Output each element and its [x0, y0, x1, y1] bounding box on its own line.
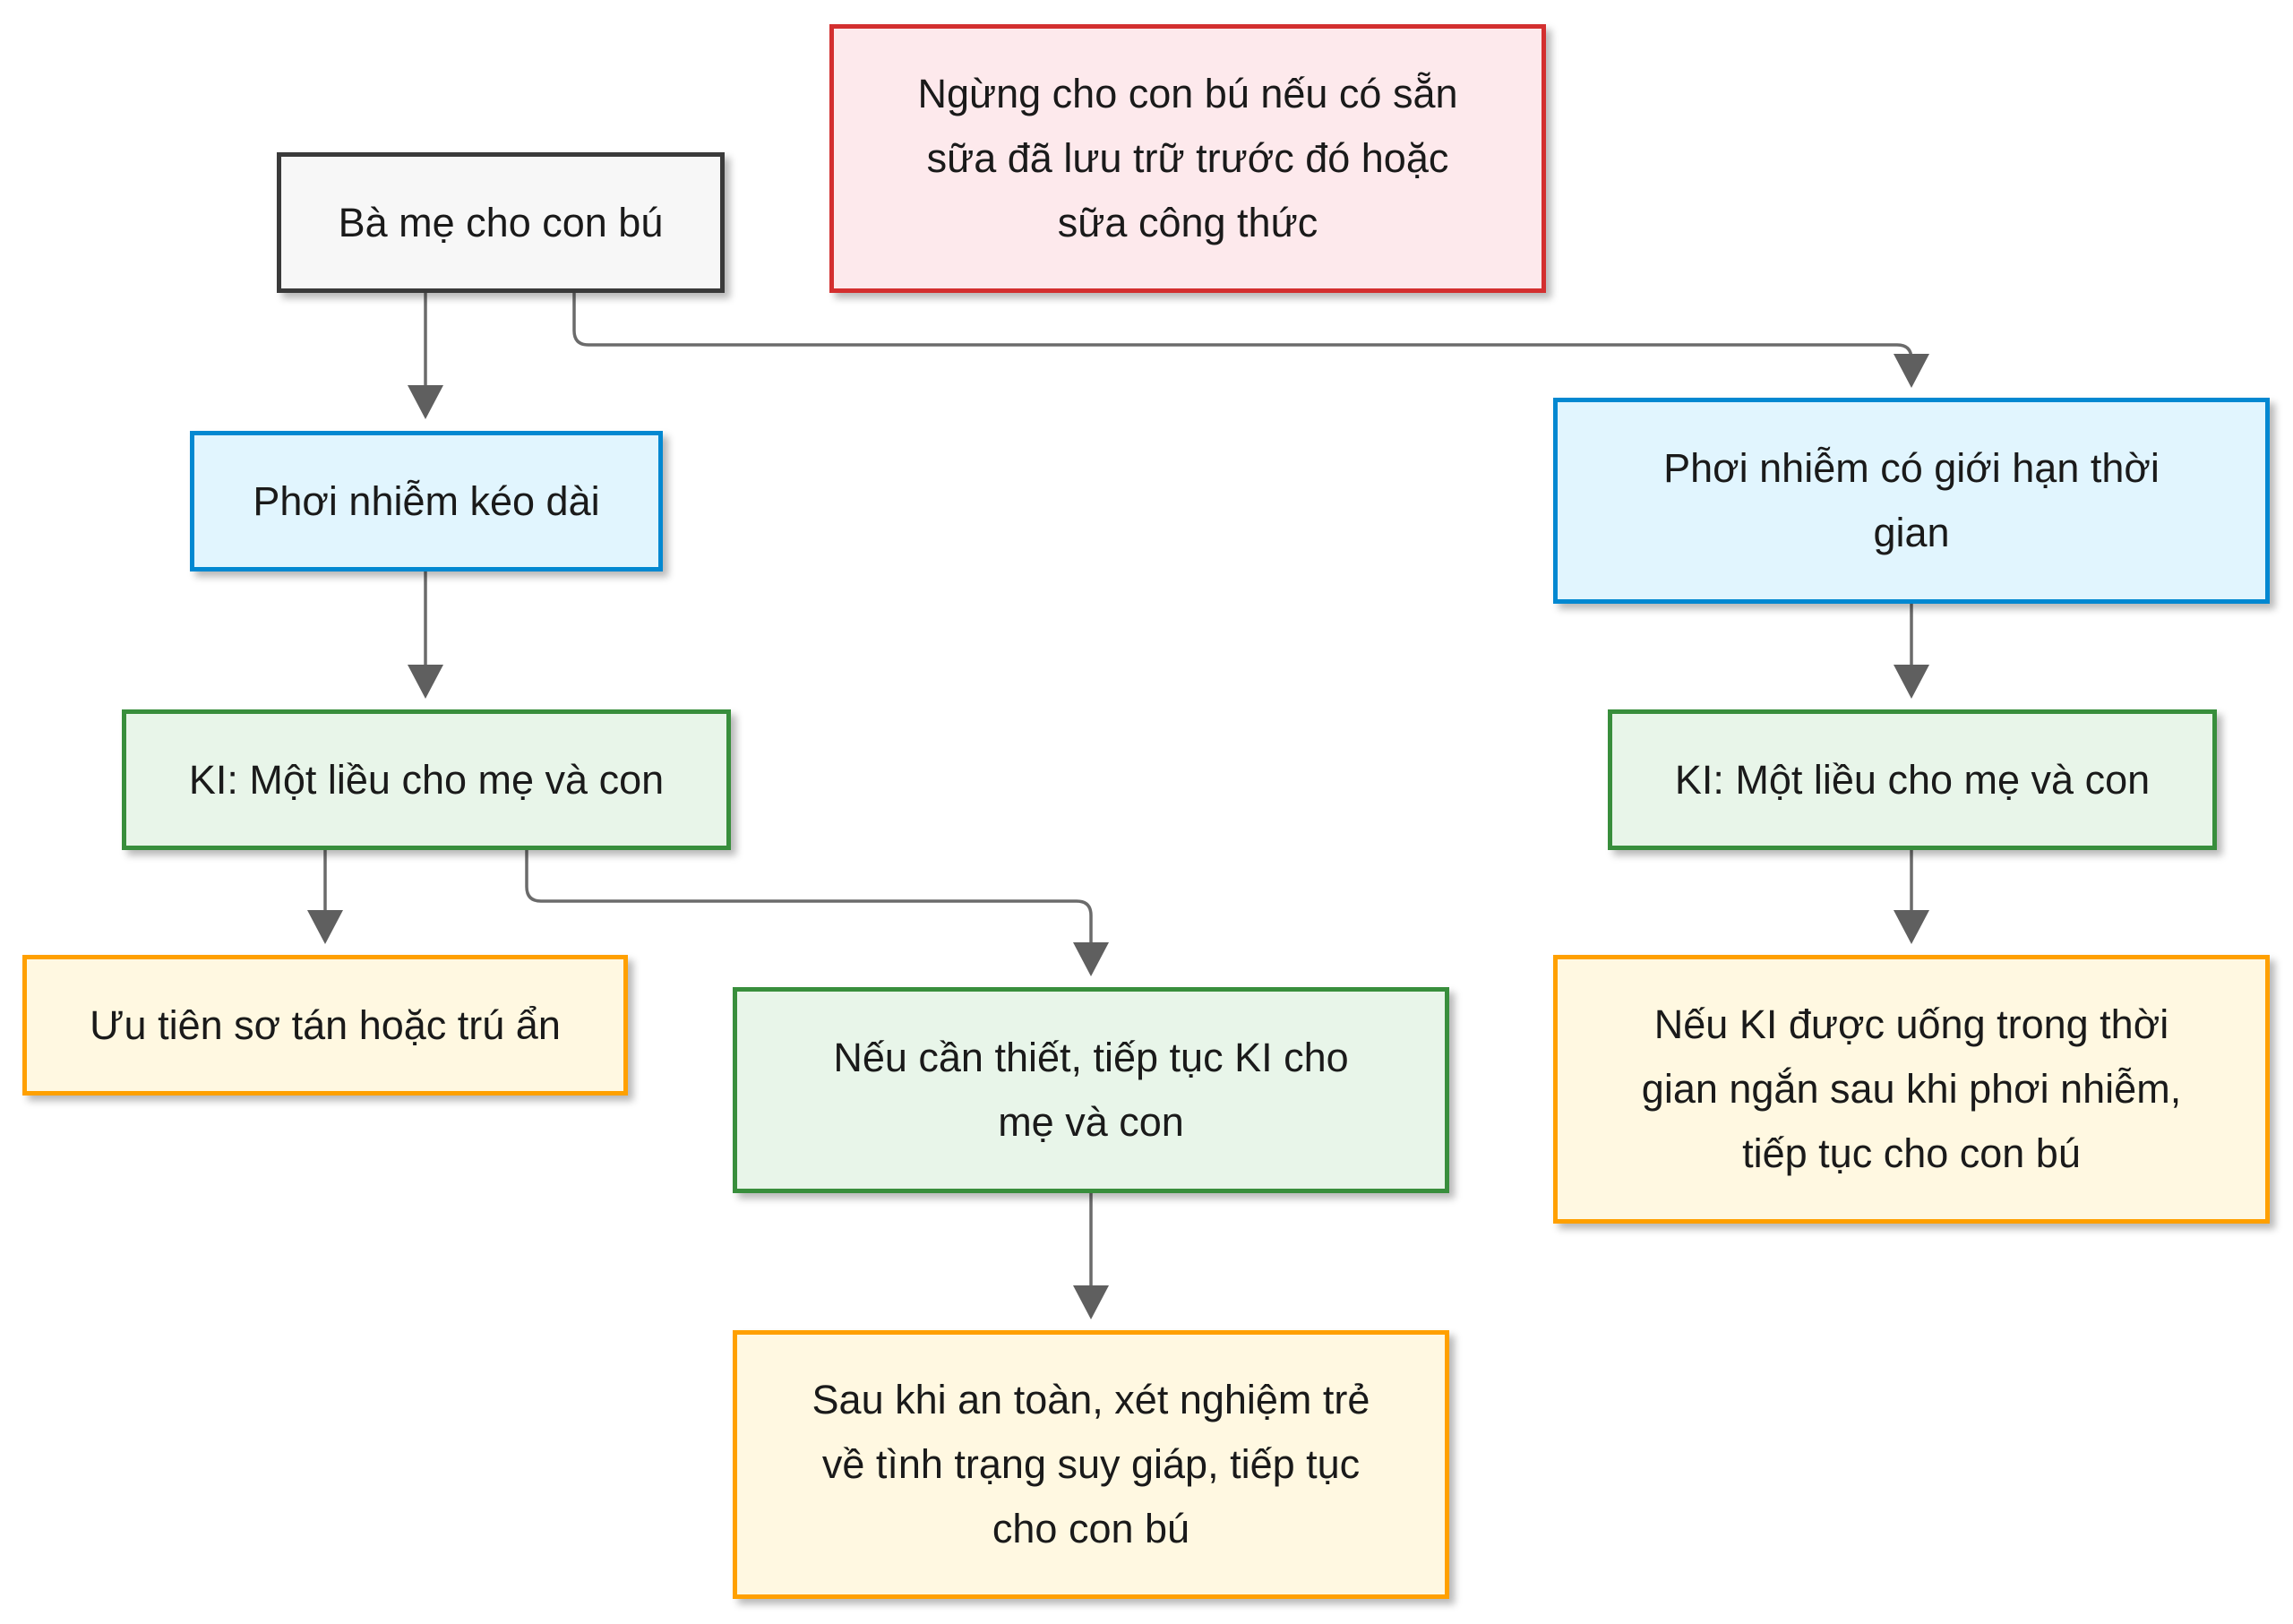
node-label: Sau khi an toàn, xét nghiệm trẻ về tình …	[812, 1377, 1370, 1551]
node-short-ki-continue-feeding: Nếu KI được uống trong thời gian ngắn sa…	[1553, 955, 2270, 1224]
node-label: KI: Một liều cho mẹ và con	[1674, 756, 2151, 803]
node-label: Phơi nhiễm có giới hạn thời gian	[1663, 445, 2160, 555]
node-ki-single-dose-left: KI: Một liều cho mẹ và con	[122, 709, 731, 850]
arrowhead-ki-left	[408, 665, 443, 699]
arrowhead-short-ki	[1894, 910, 1929, 944]
node-limited-exposure: Phơi nhiễm có giới hạn thời gian	[1553, 398, 2270, 604]
arrowhead-limited	[1894, 354, 1929, 388]
edge-ki-left-to-continue	[525, 850, 1093, 951]
node-label: Bà mẹ cho con bú	[338, 199, 664, 245]
node-breastfeeding-mother: Bà mẹ cho con bú	[277, 152, 725, 293]
node-test-infant-hypothyroidism: Sau khi an toàn, xét nghiệm trẻ về tình …	[733, 1330, 1449, 1599]
arrowhead-evacuation	[307, 910, 343, 944]
arrowhead-test	[1073, 1285, 1109, 1319]
node-label: KI: Một liều cho mẹ và con	[188, 756, 665, 803]
node-label: Nếu KI được uống trong thời gian ngắn sa…	[1641, 1001, 2182, 1176]
arrowhead-ki-right	[1894, 665, 1929, 699]
node-label: Nếu cần thiết, tiếp tục KI cho mẹ và con	[833, 1035, 1349, 1145]
node-stop-breastfeeding: Ngừng cho con bú nếu có sẵn sữa đã lưu t…	[829, 24, 1546, 293]
arrowhead-prolonged	[408, 385, 443, 419]
node-continue-ki: Nếu cần thiết, tiếp tục KI cho mẹ và con	[733, 987, 1449, 1193]
node-label: Phơi nhiễm kéo dài	[253, 477, 600, 524]
node-label: Ngừng cho con bú nếu có sẵn sữa đã lưu t…	[917, 71, 1458, 245]
node-prioritize-evacuation: Ưu tiên sơ tán hoặc trú ẩn	[22, 955, 628, 1096]
arrowhead-continue	[1073, 942, 1109, 976]
node-prolonged-exposure: Phơi nhiễm kéo dài	[190, 431, 663, 571]
node-label: Ưu tiên sơ tán hoặc trú ẩn	[90, 1001, 561, 1048]
edge-mother-to-limited	[572, 293, 1913, 363]
node-ki-single-dose-right: KI: Một liều cho mẹ và con	[1608, 709, 2217, 850]
